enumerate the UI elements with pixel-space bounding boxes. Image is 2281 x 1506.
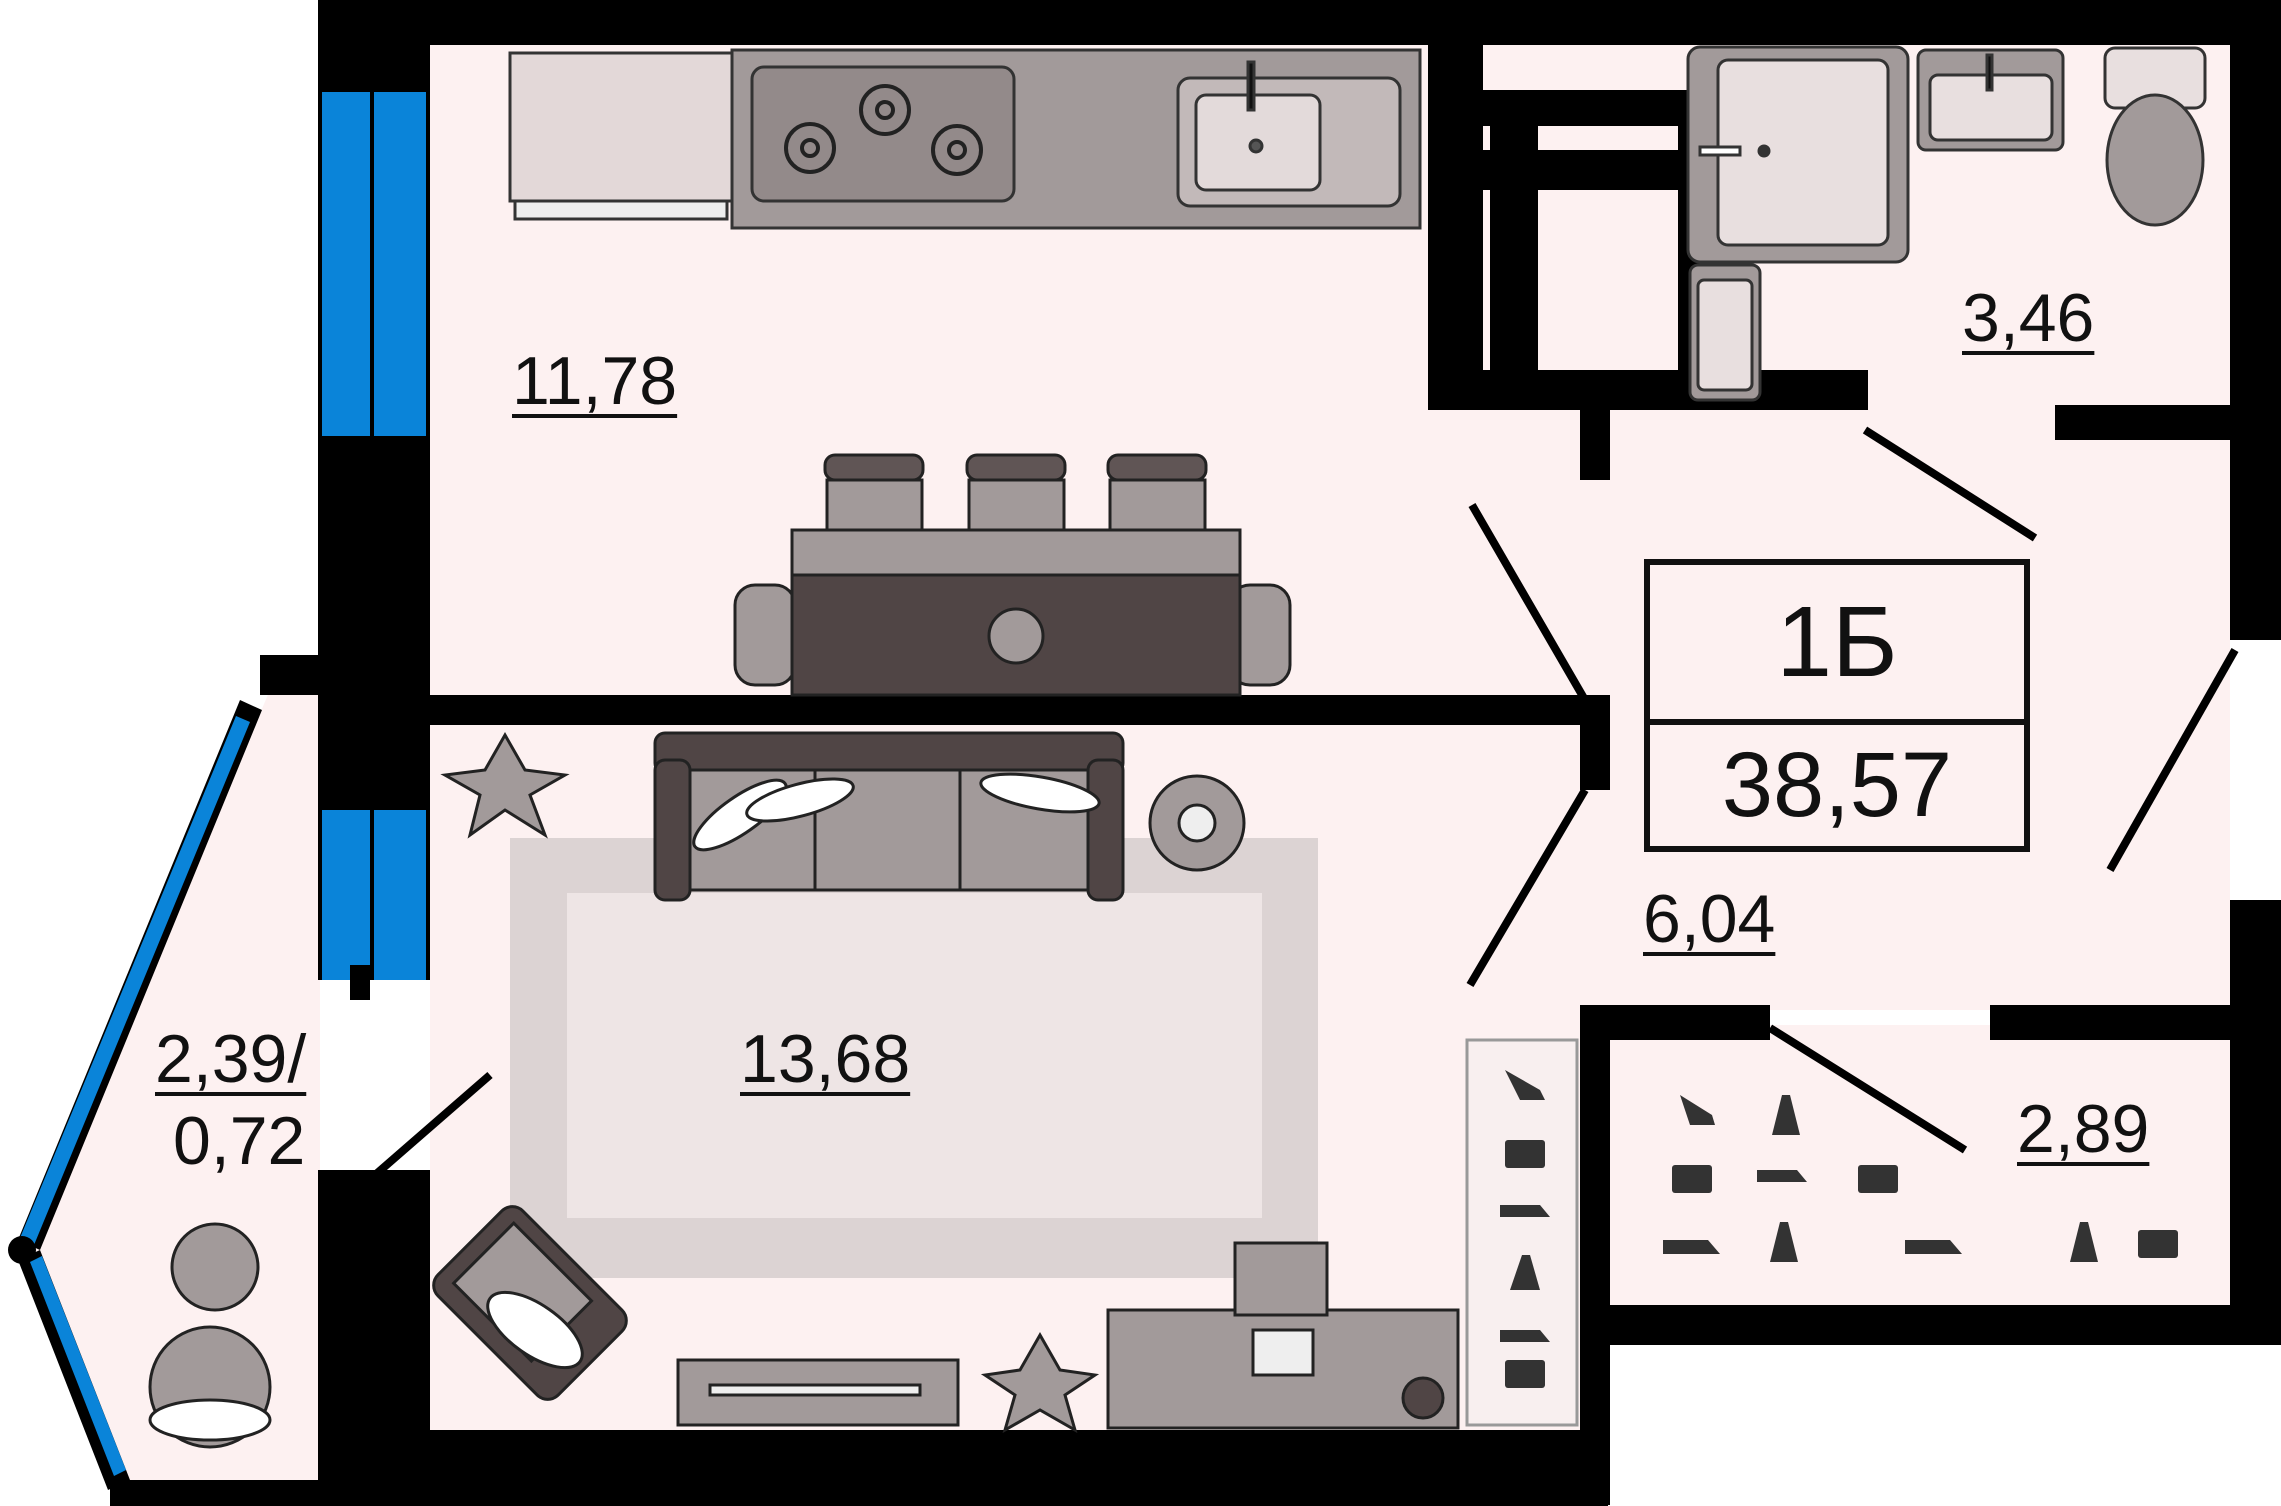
apartment-info-box: 1Б 38,57 xyxy=(1644,559,2030,852)
hallway-area-label: 6,04 xyxy=(1643,881,1776,957)
walls xyxy=(110,0,2281,1506)
living-furniture xyxy=(148,731,1460,1449)
bathroom-fixtures xyxy=(1686,45,2207,402)
wardrobe-area-label: 2,89 xyxy=(2017,1091,2150,1167)
doors xyxy=(372,426,2239,1179)
living-room-area-label: 13,68 xyxy=(740,1021,911,1097)
kitchen-area-label: 11,78 xyxy=(512,343,678,419)
balcony-area-label-1: 2,39/ xyxy=(155,1021,307,1097)
sneaker-icon xyxy=(1500,1170,1962,1342)
windows xyxy=(8,88,430,1490)
bathroom-area-label: 3,46 xyxy=(1962,280,2095,356)
apartment-type: 1Б xyxy=(1650,565,2024,725)
plant-icon xyxy=(440,731,1100,1434)
balcony-area-label-2: 0,72 xyxy=(173,1103,306,1179)
kitchen-furniture xyxy=(508,48,1422,230)
wardrobe-items xyxy=(1465,1038,2178,1427)
briefcase-icon xyxy=(1505,1140,2178,1388)
stove-burner-icon xyxy=(784,84,983,176)
dining-set xyxy=(733,453,1292,697)
rug xyxy=(510,838,1318,1278)
shoe-icon xyxy=(1505,1070,1715,1125)
total-area: 38,57 xyxy=(1721,734,1953,836)
dress-icon xyxy=(1510,1095,2098,1290)
